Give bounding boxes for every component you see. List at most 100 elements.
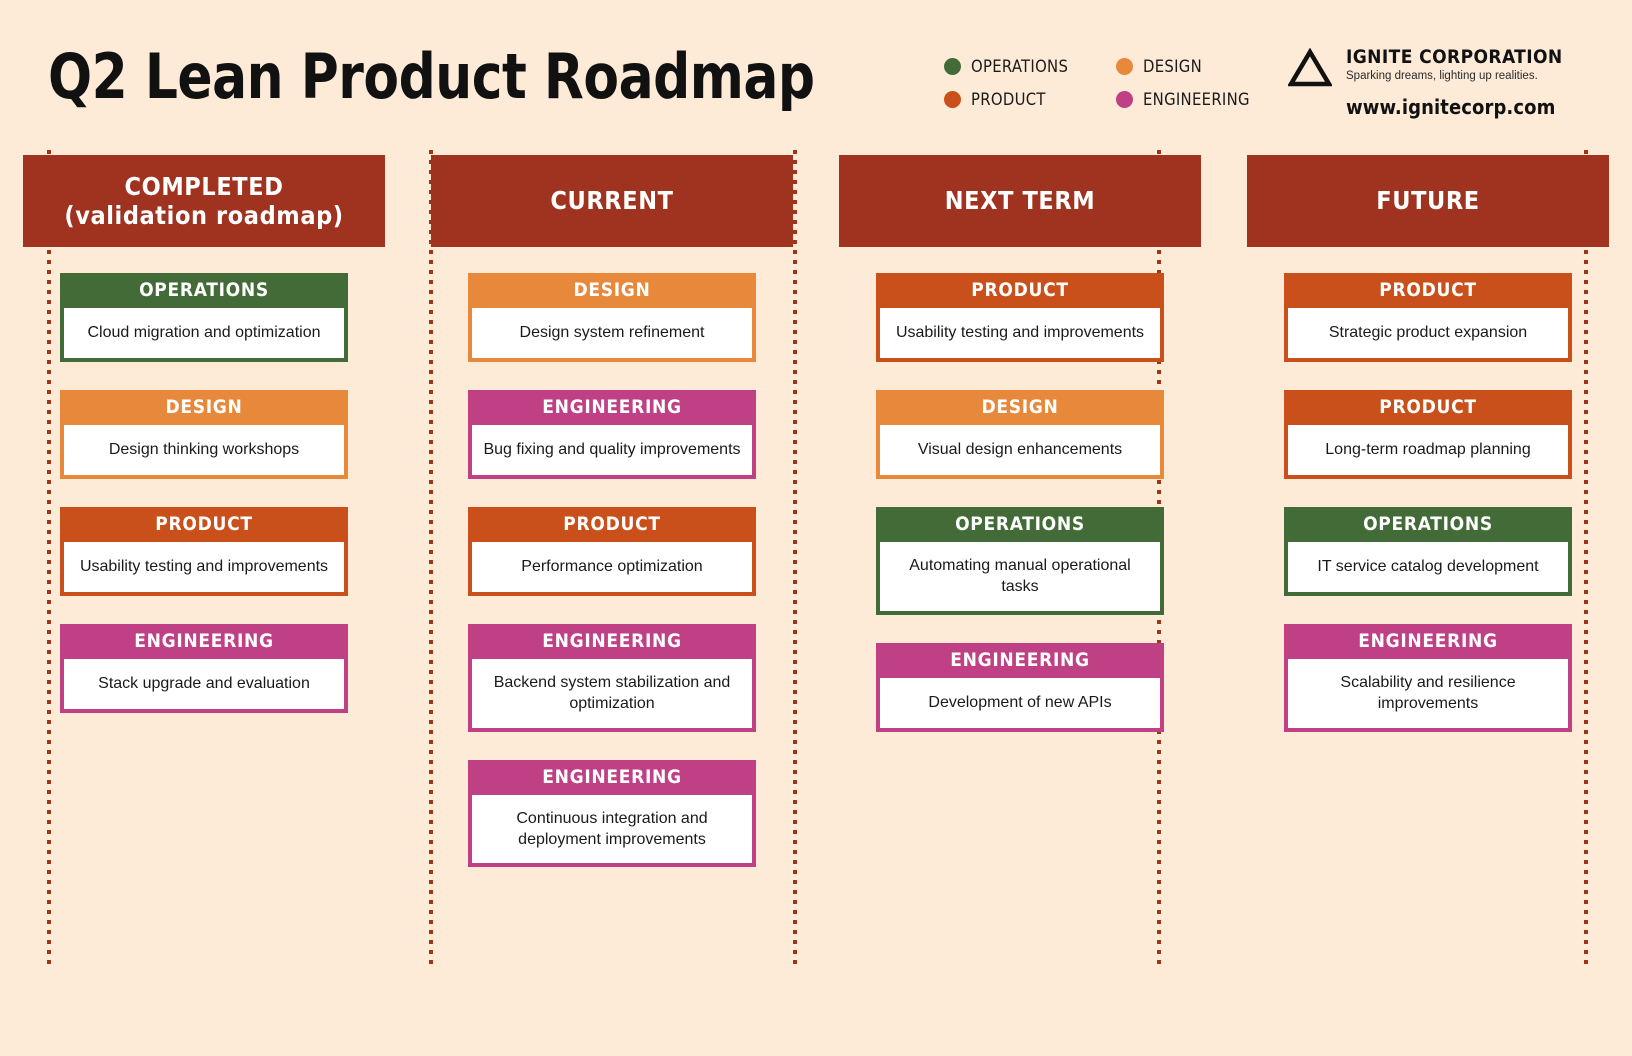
dot-icon xyxy=(944,91,961,108)
legend-label: OPERATIONS xyxy=(971,57,1069,76)
card-category-label: OPERATIONS xyxy=(955,513,1085,535)
card-category-bar: ENGINEERING xyxy=(880,643,1160,678)
card-category-label: ENGINEERING xyxy=(1358,630,1498,652)
column-divider-right xyxy=(1584,150,1588,968)
card-category-label: PRODUCT xyxy=(1379,396,1477,418)
dot-icon xyxy=(1116,58,1133,75)
card-body-text: Design thinking workshops xyxy=(64,425,344,475)
card-category-label: ENGINEERING xyxy=(542,765,682,788)
roadmap-card[interactable]: PRODUCT Strategic product expansion xyxy=(1284,273,1572,362)
card-category-bar: PRODUCT xyxy=(1288,390,1568,425)
column-divider-1 xyxy=(429,150,433,968)
card-body-text: Stack upgrade and evaluation xyxy=(64,659,344,709)
card-category-bar: OPERATIONS xyxy=(64,273,344,308)
legend-item-operations: OPERATIONS xyxy=(944,57,1116,76)
roadmap-card[interactable]: DESIGN Design thinking workshops xyxy=(60,390,348,479)
card-category-label: ENGINEERING xyxy=(542,396,682,418)
roadmap-card[interactable]: DESIGN Design system refinement xyxy=(468,273,756,362)
card-category-bar: ENGINEERING xyxy=(64,624,344,659)
card-category-bar: OPERATIONS xyxy=(880,507,1160,542)
column-header: COMPLETED (validation roadmap) xyxy=(23,155,385,247)
card-category-label: DESIGN xyxy=(573,279,651,301)
legend-label: ENGINEERING xyxy=(1143,90,1250,109)
card-category-label: OPERATIONS xyxy=(1363,513,1493,535)
card-category-label: OPERATIONS xyxy=(139,279,269,301)
dot-icon xyxy=(1116,91,1133,108)
card-body-text: Cloud migration and optimization xyxy=(64,308,344,358)
roadmap-card[interactable]: OPERATIONS Automating manual operational … xyxy=(876,507,1164,615)
card-category-bar: DESIGN xyxy=(472,273,752,308)
card-body-text: Strategic product expansion xyxy=(1288,308,1568,358)
card-category-label: PRODUCT xyxy=(563,513,661,535)
roadmap-card[interactable]: DESIGN Visual design enhancements xyxy=(876,390,1164,479)
card-body-text: Visual design enhancements xyxy=(880,425,1160,475)
roadmap-card[interactable]: ENGINEERING Development of new APIs xyxy=(876,642,1164,732)
roadmap-card[interactable]: ENGINEERING Backend system stabilization … xyxy=(468,624,756,732)
triangle-outline-icon xyxy=(1287,47,1333,93)
card-body-text: Development of new APIs xyxy=(880,677,1160,728)
card-category-bar: ENGINEERING xyxy=(472,624,752,659)
column-header-label: FUTURE xyxy=(1376,186,1480,216)
column-header: CURRENT xyxy=(431,155,793,247)
column-header: FUTURE xyxy=(1247,155,1609,247)
card-category-bar: ENGINEERING xyxy=(1288,624,1568,659)
dot-icon xyxy=(944,58,961,75)
card-category-label: ENGINEERING xyxy=(542,630,682,652)
card-category-bar: PRODUCT xyxy=(472,507,752,542)
column-header-label: CURRENT xyxy=(550,186,674,216)
roadmap-card[interactable]: OPERATIONS Cloud migration and optimizati… xyxy=(60,273,348,362)
card-category-label: DESIGN xyxy=(165,396,243,418)
brand-tagline: Sparking dreams, lighting up realities. xyxy=(1346,70,1538,82)
legend-item-engineering: ENGINEERING xyxy=(1116,90,1288,109)
card-body-text: Automating manual operational tasks xyxy=(880,542,1160,611)
card-category-bar: DESIGN xyxy=(880,390,1160,425)
card-category-bar: PRODUCT xyxy=(880,273,1160,308)
card-category-label: ENGINEERING xyxy=(950,648,1090,671)
card-category-label: ENGINEERING xyxy=(134,630,274,652)
roadmap-card[interactable]: ENGINEERING Stack upgrade and evaluation xyxy=(60,624,348,713)
legend-label: PRODUCT xyxy=(971,90,1046,109)
card-body-text: Continuous integration and deployment im… xyxy=(472,794,752,864)
roadmap-column: FUTURE PRODUCT Strategic product expansion… xyxy=(1224,155,1632,867)
roadmap-card[interactable]: PRODUCT Long-term roadmap planning xyxy=(1284,390,1572,479)
roadmap-card[interactable]: ENGINEERING Continuous integration and de… xyxy=(468,759,756,868)
card-category-label: PRODUCT xyxy=(155,513,253,535)
roadmap-card[interactable]: PRODUCT Usability testing and improvement… xyxy=(60,507,348,596)
card-category-bar: ENGINEERING xyxy=(472,760,752,795)
column-divider-left xyxy=(47,150,51,968)
card-body-text: Backend system stabilization and optimiz… xyxy=(472,659,752,728)
page-title: Q2 Lean Product Roadmap xyxy=(48,40,815,113)
column-header-label: COMPLETED (validation roadmap) xyxy=(64,171,344,231)
card-body-text: IT service catalog development xyxy=(1288,542,1568,592)
card-body-text: Usability testing and improvements xyxy=(64,542,344,592)
card-body-text: Design system refinement xyxy=(472,308,752,358)
card-category-bar: PRODUCT xyxy=(1288,273,1568,308)
card-category-bar: OPERATIONS xyxy=(1288,507,1568,542)
card-body-text: Scalability and resilience improvements xyxy=(1288,659,1568,728)
card-category-bar: PRODUCT xyxy=(64,507,344,542)
column-header: NEXT TERM xyxy=(839,155,1201,247)
roadmap-card[interactable]: OPERATIONS IT service catalog development xyxy=(1284,507,1572,596)
column-header-label: NEXT TERM xyxy=(944,186,1096,216)
roadmap-column: COMPLETED (validation roadmap) OPERATIONS… xyxy=(0,155,408,867)
card-category-label: PRODUCT xyxy=(1379,279,1477,301)
card-category-label: DESIGN xyxy=(981,396,1059,418)
column-card-list: OPERATIONS Cloud migration and optimizati… xyxy=(23,247,385,713)
brand-url[interactable]: www.ignitecorp.com xyxy=(1346,95,1556,119)
card-body-text: Long-term roadmap planning xyxy=(1288,425,1568,475)
category-legend: OPERATIONS DESIGN PRODUCT ENGINEERING xyxy=(944,50,1288,116)
roadmap-card[interactable]: ENGINEERING Scalability and resilience im… xyxy=(1284,624,1572,732)
brand-name: IGNITE CORPORATION xyxy=(1346,46,1563,68)
card-category-bar: ENGINEERING xyxy=(472,390,752,425)
roadmap-board: COMPLETED (validation roadmap) OPERATIONS… xyxy=(0,155,1632,868)
card-category-label: PRODUCT xyxy=(971,279,1069,301)
legend-item-product: PRODUCT xyxy=(944,90,1116,109)
